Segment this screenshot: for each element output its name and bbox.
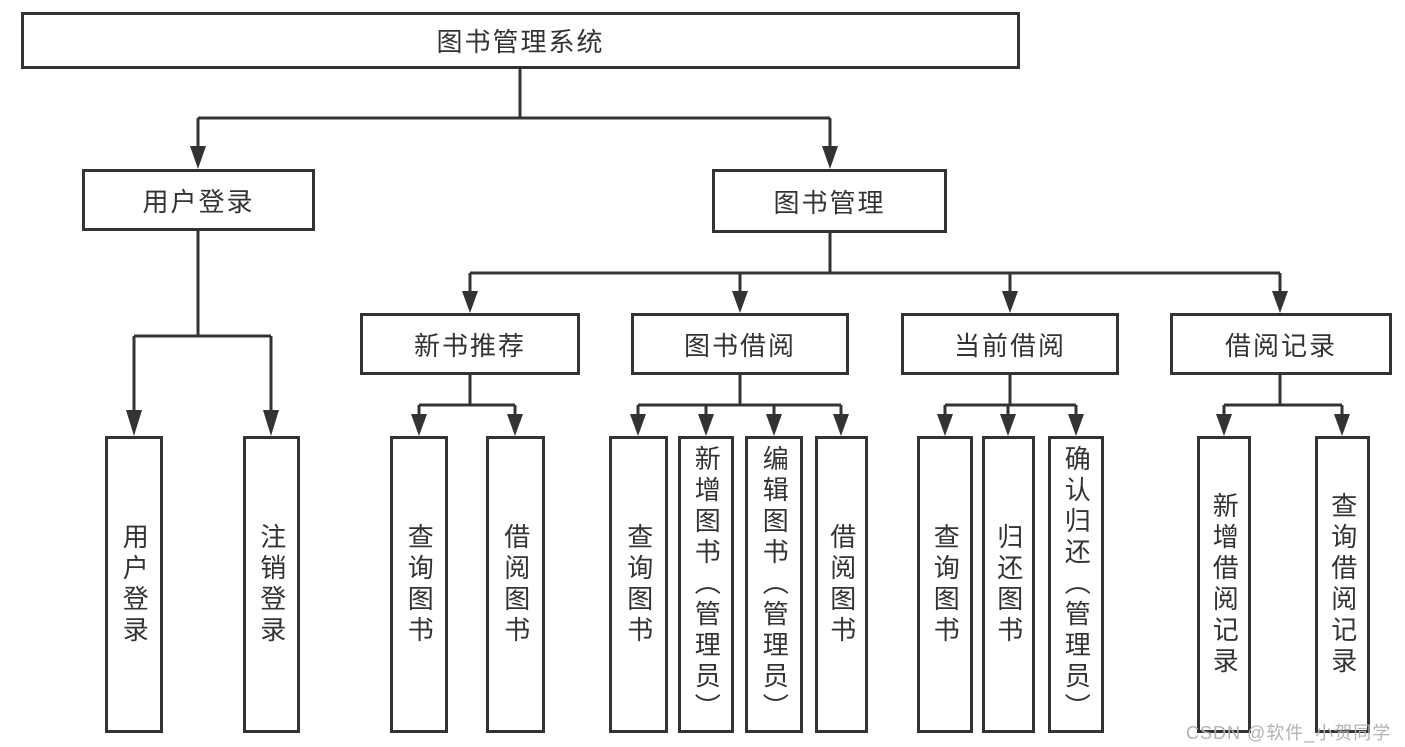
leaf-recommend-query-books-label: 查询图书: [404, 522, 435, 647]
node-borrow-records: 借阅记录: [1170, 313, 1392, 375]
leaf-add-borrow-record-label: 新增借阅记录: [1209, 491, 1240, 678]
node-current-borrowing: 当前借阅: [901, 313, 1119, 375]
node-book-borrowing: 图书借阅: [631, 313, 849, 375]
watermark: CSDN @软件_小贺同学: [1186, 723, 1392, 743]
leaf-add-books-admin-label: 新增图书（管理员）: [691, 445, 722, 724]
leaf-return-books: 归还图书: [982, 436, 1035, 733]
leaf-current-query-books-label: 查询图书: [930, 522, 961, 647]
node-user-login-branch-label: 用户登录: [142, 186, 255, 217]
node-library-system-label: 图书管理系统: [436, 27, 605, 57]
leaf-current-query-books: 查询图书: [917, 436, 973, 733]
node-book-borrowing-label: 图书借阅: [683, 330, 796, 361]
leaf-query-borrow-record-label: 查询借阅记录: [1327, 491, 1358, 678]
node-book-management-label: 图书管理: [773, 187, 886, 218]
leaf-logout: 注销登录: [243, 436, 300, 733]
leaf-confirm-return-admin: 确认归还（管理员）: [1048, 436, 1104, 733]
node-user-login-branch: 用户登录: [82, 169, 315, 231]
leaf-borrowing-query-books: 查询图书: [609, 436, 668, 733]
leaf-borrowing-borrow-books: 借阅图书: [815, 436, 868, 733]
leaf-add-books-admin: 新增图书（管理员）: [678, 436, 734, 733]
node-book-management: 图书管理: [712, 169, 947, 233]
leaf-recommend-query-books: 查询图书: [390, 436, 448, 733]
node-current-borrowing-label: 当前借阅: [953, 330, 1066, 361]
leaf-confirm-return-admin-label: 确认归还（管理员）: [1061, 445, 1092, 724]
node-borrow-records-label: 借阅记录: [1224, 330, 1337, 361]
leaf-recommend-borrow-books: 借阅图书: [486, 436, 545, 733]
leaf-query-borrow-record: 查询借阅记录: [1315, 436, 1370, 733]
leaf-borrowing-query-books-label: 查询图书: [623, 522, 654, 647]
arrowheads: [126, 146, 1350, 436]
leaf-borrowing-borrow-books-label: 借阅图书: [826, 522, 857, 647]
leaf-user-login-label: 用户登录: [119, 522, 150, 647]
connector-path: [132, 69, 1344, 416]
leaf-logout-label: 注销登录: [256, 522, 287, 647]
leaf-edit-books-admin: 编辑图书（管理员）: [745, 436, 803, 733]
leaf-recommend-borrow-books-label: 借阅图书: [500, 522, 531, 647]
leaf-add-borrow-record: 新增借阅记录: [1197, 436, 1251, 733]
leaf-user-login: 用户登录: [105, 436, 163, 733]
node-new-book-recommendation-label: 新书推荐: [413, 330, 526, 361]
leaf-return-books-label: 归还图书: [993, 522, 1024, 647]
node-library-system: 图书管理系统: [21, 12, 1020, 69]
node-new-book-recommendation: 新书推荐: [360, 313, 580, 375]
leaf-edit-books-admin-label: 编辑图书（管理员）: [759, 445, 790, 724]
